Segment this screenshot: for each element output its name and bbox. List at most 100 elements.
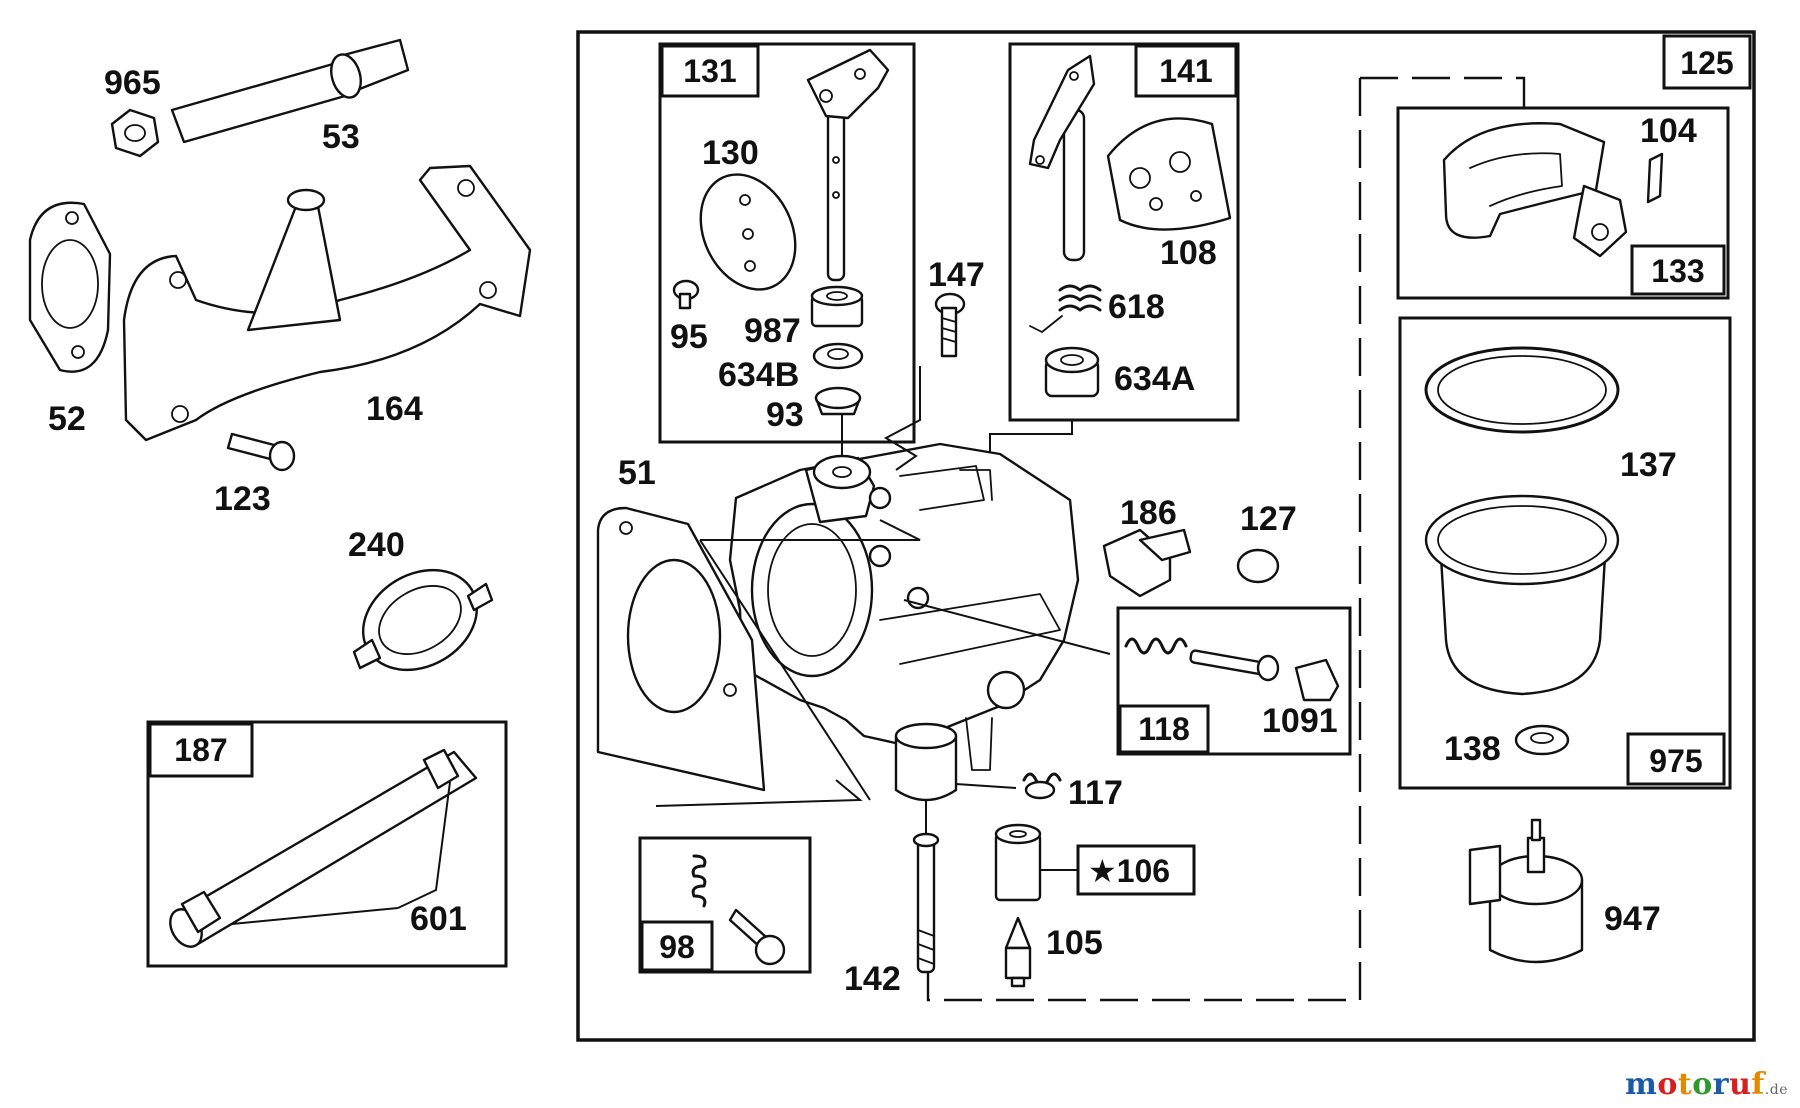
spring-618-part xyxy=(1029,284,1102,333)
label-634b: 634B xyxy=(718,356,799,394)
watermark-letter: r xyxy=(1712,1067,1730,1102)
spring-98-part xyxy=(691,854,707,908)
label-138: 138 xyxy=(1444,730,1501,768)
kit-118-box xyxy=(1116,606,1352,756)
watermark-suffix: .de xyxy=(1764,1082,1788,1098)
kit-975-tag xyxy=(1626,732,1726,786)
washer-634b-part xyxy=(812,342,864,370)
label-618: 618 xyxy=(1108,288,1165,326)
label-147: 147 xyxy=(928,256,985,294)
kit-118-label: 118 xyxy=(1138,711,1190,747)
inlet-needle-part xyxy=(1004,916,1032,988)
kit-125-label: 125 xyxy=(1680,45,1733,81)
kit-106-tag xyxy=(1076,844,1196,896)
spring-117-part xyxy=(1022,772,1062,800)
label-130: 130 xyxy=(702,134,759,172)
label-634a: 634A xyxy=(1114,360,1195,398)
needle-seat-part xyxy=(994,823,1042,902)
washer-127-part xyxy=(1236,548,1280,584)
label-51: 51 xyxy=(618,454,656,492)
limiter-cap-part xyxy=(1294,658,1340,702)
kit-141-box xyxy=(1008,42,1240,422)
label-137: 137 xyxy=(1620,446,1677,484)
leader-147 xyxy=(883,366,921,471)
choke-shaft-part xyxy=(1028,54,1096,262)
nut-965-part xyxy=(110,108,160,158)
kit-133-label: 133 xyxy=(1651,253,1704,289)
solenoid-947-part xyxy=(1468,818,1584,964)
throttle-plate-part xyxy=(699,173,797,291)
float-bowl-part xyxy=(1424,494,1620,696)
label-127: 127 xyxy=(1240,500,1297,538)
intake-gasket-part xyxy=(28,201,112,373)
label-987: 987 xyxy=(744,312,801,350)
label-1091: 1091 xyxy=(1262,702,1338,740)
watermark-logo: motoruf.de xyxy=(1625,1067,1788,1102)
watermark-letter: m xyxy=(1625,1067,1658,1102)
leader-98 xyxy=(655,779,863,807)
main-jet-part xyxy=(912,832,940,974)
kit-98-tag xyxy=(640,920,714,972)
kit-133-box xyxy=(1396,106,1730,300)
idle-mixture-screw-part xyxy=(1189,649,1280,682)
washer-138-part xyxy=(1514,724,1570,756)
kit-98-label: 98 xyxy=(659,929,695,965)
fuel-line-part xyxy=(169,748,478,948)
label-93: 93 xyxy=(766,396,804,434)
label-108: 108 xyxy=(1160,234,1217,272)
label-117: 117 xyxy=(1068,774,1123,812)
label-142: 142 xyxy=(844,960,901,998)
bowl-gasket-part xyxy=(1424,346,1620,434)
kit-131-box xyxy=(658,42,916,444)
kit-131-label: 131 xyxy=(683,53,736,89)
kit-125-tag xyxy=(1662,34,1752,90)
kit-141-label: 141 xyxy=(1159,53,1212,89)
fuel-filter-part xyxy=(352,568,494,672)
carburetor-body-part xyxy=(728,442,1080,802)
watermark-letter: f xyxy=(1751,1067,1765,1102)
kit-141-tag xyxy=(1134,44,1238,98)
kit-187-tag xyxy=(148,722,254,778)
label-104: 104 xyxy=(1640,112,1697,150)
kit-106-label: ★106 xyxy=(1088,853,1170,889)
screw-98-part xyxy=(728,908,786,966)
label-52: 52 xyxy=(48,400,86,438)
watermark-letter: o xyxy=(1692,1067,1713,1102)
carburetor-assembly-frame xyxy=(576,30,1756,1042)
watermark-letter: t xyxy=(1677,1067,1693,1102)
kit-133-tag xyxy=(1630,244,1726,296)
label-601: 601 xyxy=(410,900,467,938)
kit-131-tag xyxy=(660,44,760,98)
seal-987-part xyxy=(810,285,864,328)
label-947: 947 xyxy=(1604,900,1661,938)
cap-93-part xyxy=(814,386,862,416)
bushing-634a-part xyxy=(1044,346,1100,398)
watermark-letter: o xyxy=(1657,1067,1678,1102)
kit-187-box xyxy=(146,720,508,968)
float-pin-part xyxy=(1646,152,1664,204)
kit-125-dash-side xyxy=(926,78,1362,1002)
screw-147-part xyxy=(934,292,966,358)
label-95: 95 xyxy=(670,318,708,356)
label-186: 186 xyxy=(1120,494,1177,532)
carburetor-gasket-part xyxy=(596,506,766,792)
choke-plate-part xyxy=(1106,117,1232,231)
label-53: 53 xyxy=(322,118,360,156)
elbow-fitting-part xyxy=(1102,528,1192,598)
label-965: 965 xyxy=(104,64,161,102)
intake-manifold-part xyxy=(122,164,532,442)
throttle-shaft-part xyxy=(806,48,890,282)
leader-117 xyxy=(955,783,1017,789)
leader-gasket xyxy=(699,519,921,801)
kit-125-dash-top xyxy=(1360,76,1526,110)
screw-123-part xyxy=(226,432,296,472)
kit-975-box xyxy=(1398,316,1732,790)
screw-95-part xyxy=(672,279,700,310)
label-164: 164 xyxy=(366,390,423,428)
kit-975-label: 975 xyxy=(1649,743,1702,779)
kit-98-box xyxy=(638,836,812,974)
watermark-letter: u xyxy=(1729,1067,1752,1102)
stud-53-part xyxy=(170,38,410,144)
label-240: 240 xyxy=(348,526,405,564)
